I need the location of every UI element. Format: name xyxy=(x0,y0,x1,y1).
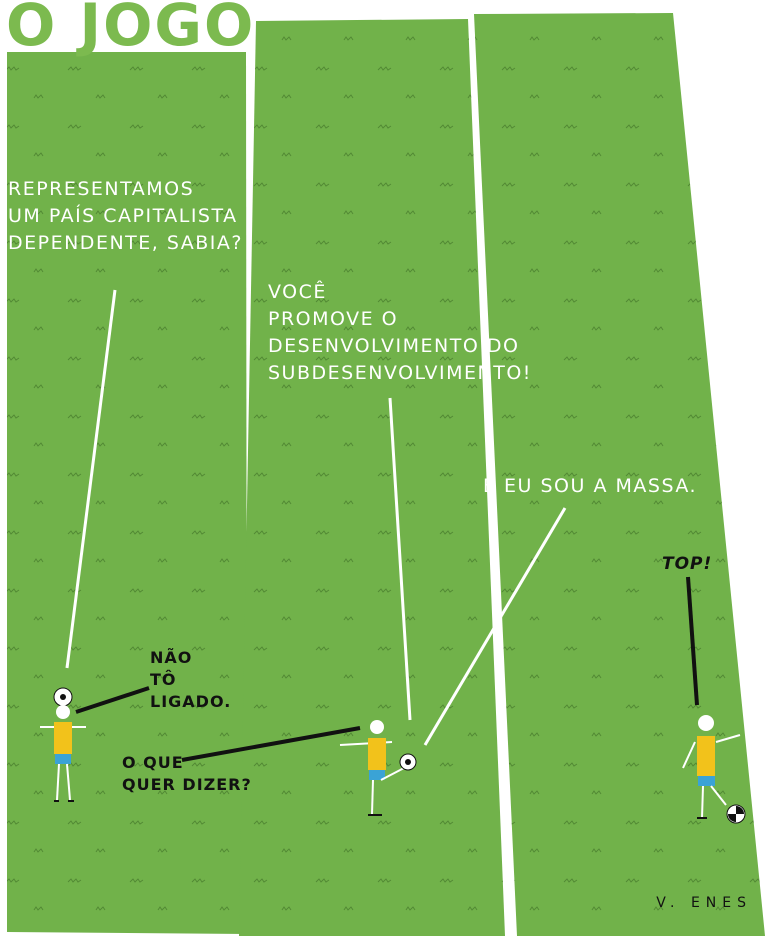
speech-line: SUBDESENVOLVIMENTO! xyxy=(268,362,532,384)
reply-line: O QUE xyxy=(122,753,184,772)
reply-line: NÃO xyxy=(150,648,193,667)
reply-o-que-quer-dizer: O QUE QUER DIZER? xyxy=(122,752,252,796)
player-massa xyxy=(682,715,746,824)
reply-line: LIGADO. xyxy=(150,692,232,711)
speech-tail-nao-to-ligado xyxy=(75,686,150,714)
speech-line: UM PAÍS CAPITALISTA xyxy=(8,205,238,227)
speech-line: REPRESENTAMOS xyxy=(8,178,195,200)
speech-capitalista: REPRESENTAMOS UM PAÍS CAPITALISTA DEPEND… xyxy=(8,176,243,257)
speech-tail-desenvolvimento xyxy=(388,397,412,721)
reply-top: TOP! xyxy=(662,554,713,574)
reply-line: QUER DIZER? xyxy=(122,775,252,794)
speech-tail-capitalista xyxy=(65,289,117,669)
player-desenvolvimento xyxy=(339,720,417,816)
panel-3 xyxy=(474,13,765,936)
panel-2 xyxy=(239,19,505,936)
speech-line: PROMOVE O xyxy=(268,308,399,330)
reply-line: TÔ xyxy=(150,670,177,689)
speech-desenvolvimento: VOCÊ PROMOVE O DESENVOLVIMENTO DO SUBDES… xyxy=(268,279,532,387)
speech-tail-o-que-quer-dizer xyxy=(181,726,361,762)
artist-signature: V. ENES xyxy=(656,895,752,911)
comic-title: O JOGO xyxy=(6,0,256,59)
speech-line: DEPENDENTE, SABIA? xyxy=(8,232,243,254)
speech-eu-sou-a-massa: E EU SOU A MASSA. xyxy=(483,475,698,497)
speech-tail-eu-sou-a-massa xyxy=(423,507,567,746)
player-capitalista xyxy=(40,687,86,802)
speech-line: VOCÊ xyxy=(268,281,327,303)
speech-tail-top xyxy=(686,576,699,706)
reply-nao-to-ligado: NÃO TÔ LIGADO. xyxy=(150,647,231,713)
speech-line: DESENVOLVIMENTO DO xyxy=(268,335,520,357)
